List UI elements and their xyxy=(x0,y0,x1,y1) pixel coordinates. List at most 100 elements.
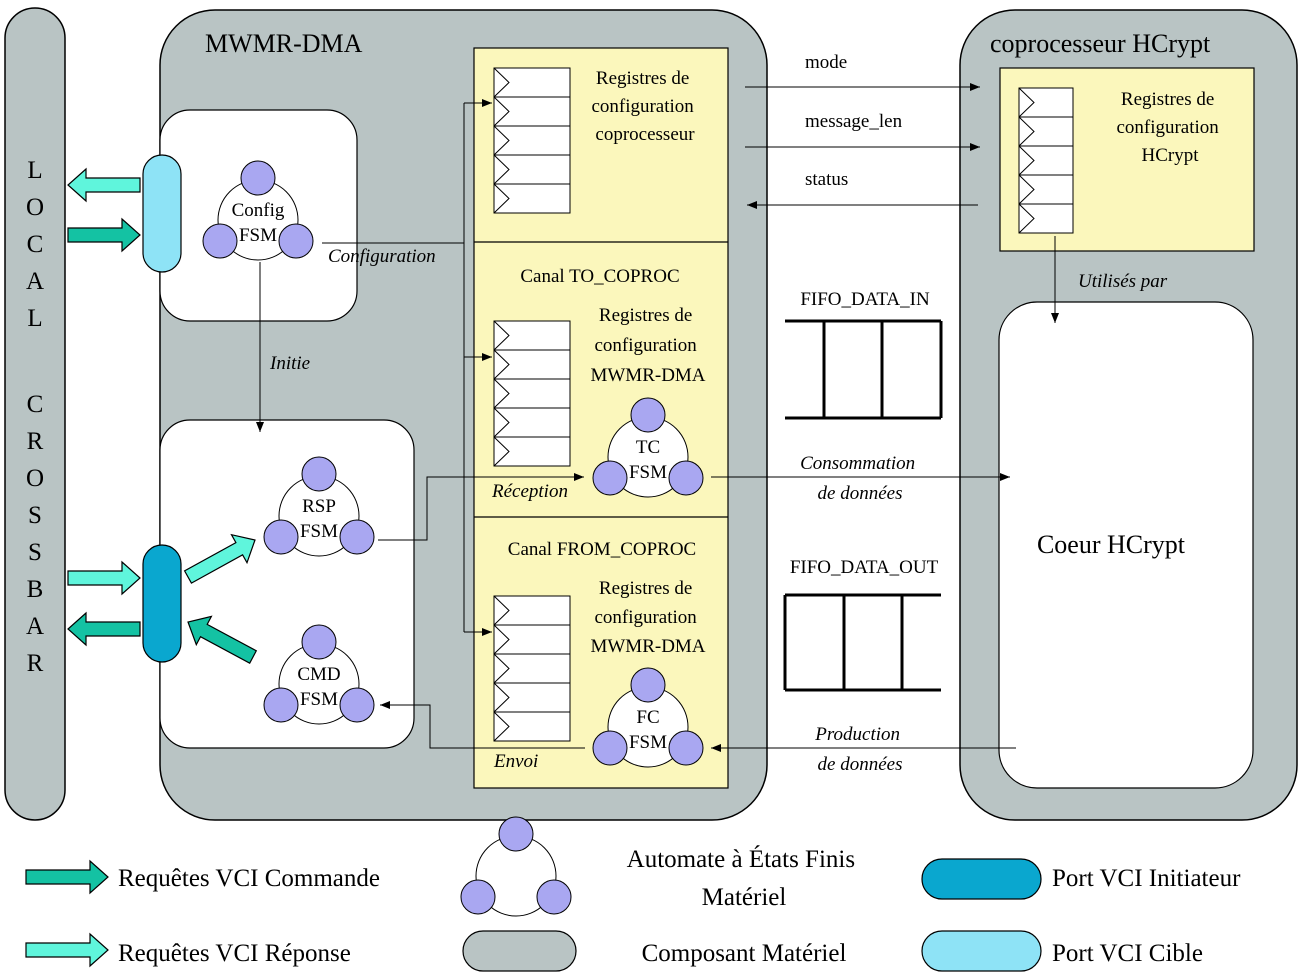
from-coproc-register-stack xyxy=(493,595,571,742)
fsm-state-node xyxy=(301,456,337,492)
vci-request-arrow xyxy=(25,859,109,895)
fsm-state-node xyxy=(498,816,534,852)
from-coproc-register-label: Registres de configuration MWMR-DMA xyxy=(590,578,705,657)
register-row xyxy=(493,653,571,684)
hcrypt-register-label: Registres de configuration HCrypt xyxy=(1116,89,1223,166)
to-coproc-register-label: Registres de configuration MWMR-DMA xyxy=(590,305,705,386)
fsm-state-node xyxy=(202,223,238,259)
vci-request-arrow xyxy=(183,533,256,584)
legend-target-port: Port VCI Cible xyxy=(1052,940,1203,967)
consommation-label: Consommation de données xyxy=(800,453,920,504)
legend: Requêtes VCI Commande Requêtes VCI Répon… xyxy=(25,816,1241,972)
crossbar-letter: C xyxy=(27,231,44,258)
fifo-data-out xyxy=(783,593,941,692)
initiator-port xyxy=(142,544,182,663)
status-label: status xyxy=(805,169,848,190)
to-coproc-register-stack xyxy=(493,320,571,467)
initie-label: Initie xyxy=(269,353,310,374)
register-row xyxy=(493,711,571,742)
register-row xyxy=(1018,203,1074,234)
register-row xyxy=(493,624,571,655)
configuration-label: Configuration xyxy=(328,246,436,267)
vci-request-arrow xyxy=(67,167,141,203)
fsm-state-node xyxy=(460,879,496,915)
fsm-state-node xyxy=(263,687,299,723)
crossbar-letter: C xyxy=(27,391,44,418)
vci-request-arrow xyxy=(67,611,141,647)
crossbar-letter: L xyxy=(27,157,42,184)
crossbar-letter: A xyxy=(26,613,44,640)
to-coproc-title: Canal TO_COPROC xyxy=(520,266,679,287)
crossbar-letter: L xyxy=(27,305,42,332)
register-row xyxy=(1018,87,1074,118)
vci-request-arrows xyxy=(67,167,258,665)
from-coproc-title: Canal FROM_COPROC xyxy=(508,539,696,560)
vci-request-arrow xyxy=(67,560,141,596)
fsm-state-node xyxy=(592,730,628,766)
crossbar-letter: O xyxy=(26,194,44,221)
fsm-state-node xyxy=(630,667,666,703)
production-label: Production de données xyxy=(814,724,905,775)
hcrypt-core-label: Coeur HCrypt xyxy=(1037,530,1186,559)
hcrypt-core-block xyxy=(998,301,1254,789)
fifo-data-in-label: FIFO_DATA_IN xyxy=(800,289,930,310)
legend-initiator-symbol xyxy=(921,858,1042,900)
utilises-par-label: Utilisés par xyxy=(1078,271,1168,292)
legend-component: Composant Matériel xyxy=(642,940,847,967)
crossbar-letter: R xyxy=(27,428,44,455)
connections xyxy=(256,83,1059,752)
mwmr-dma-title: MWMR-DMA xyxy=(205,29,363,58)
register-row xyxy=(1018,145,1074,176)
envoi-label: Envoi xyxy=(493,751,538,772)
vci-request-arrow xyxy=(187,615,258,665)
legend-fsm-symbol xyxy=(460,816,572,917)
register-row xyxy=(493,595,571,626)
message-len-label: message_len xyxy=(805,111,903,132)
register-row xyxy=(493,682,571,713)
fsm-state-node xyxy=(263,519,299,555)
fsm-state-node xyxy=(301,624,337,660)
reception-label: Réception xyxy=(491,481,568,502)
register-row xyxy=(493,320,571,351)
register-row xyxy=(493,407,571,438)
crossbar-letter: O xyxy=(26,465,44,492)
vci-request-arrow xyxy=(67,217,141,253)
legend-fsm: Automate à États Finis Matériel xyxy=(627,845,862,911)
fsm-state-node xyxy=(240,160,276,196)
coproc-register-label: Registres de configuration coprocesseur xyxy=(591,68,698,145)
fsm-state-node xyxy=(668,460,704,496)
hcrypt-register-stack xyxy=(1018,87,1074,234)
fifo-data-out-label: FIFO_DATA_OUT xyxy=(790,557,939,578)
coproc-register-stack xyxy=(493,67,571,214)
vci-request-arrow xyxy=(25,932,109,968)
crossbar-letter: A xyxy=(26,268,44,295)
register-row xyxy=(493,349,571,380)
fsm-state-node xyxy=(630,397,666,433)
fsm-state-node xyxy=(278,223,314,259)
fsm-state-node xyxy=(536,879,572,915)
register-row xyxy=(493,96,571,127)
fsm-state-node xyxy=(668,730,704,766)
register-row xyxy=(1018,116,1074,147)
target-port xyxy=(142,154,182,273)
register-row xyxy=(493,436,571,467)
crossbar-letter: S xyxy=(28,539,42,566)
mode-label: mode xyxy=(805,52,847,73)
fsm-state-node xyxy=(339,519,375,555)
fsm-state-node xyxy=(592,460,628,496)
crossbar-letter: S xyxy=(28,502,42,529)
crossbar-letter: R xyxy=(27,650,44,677)
register-row xyxy=(493,125,571,156)
register-row xyxy=(493,154,571,185)
register-row xyxy=(493,183,571,214)
